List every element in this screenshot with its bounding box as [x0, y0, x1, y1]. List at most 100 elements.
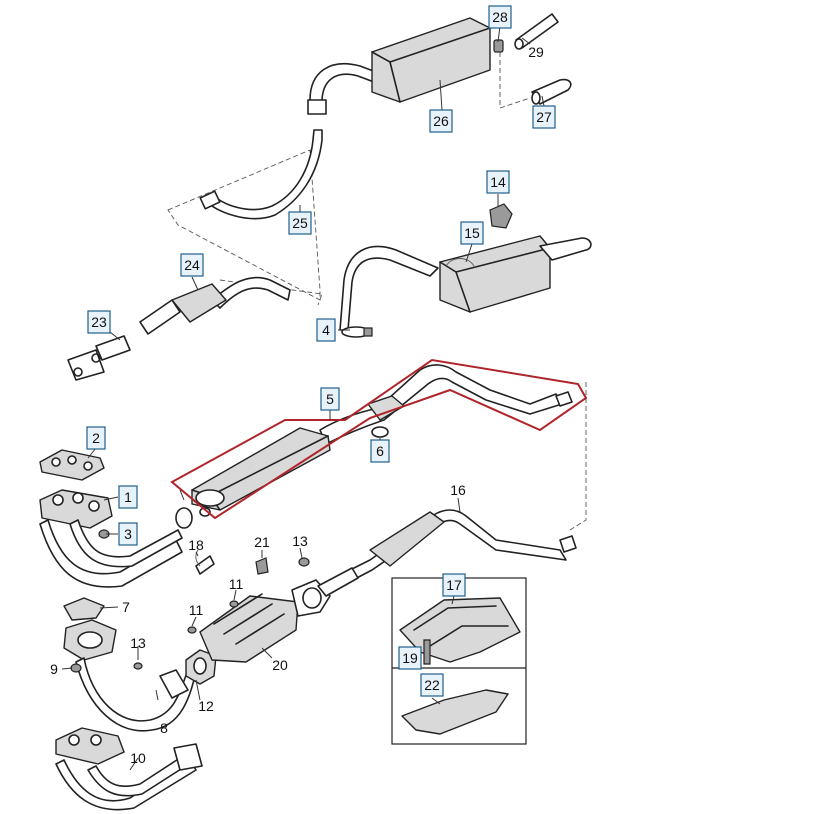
callout-p8: 8	[160, 720, 168, 736]
callout-p13b: 13	[130, 635, 146, 651]
dashed-assembly-frame-top	[167, 149, 321, 301]
callout-p14: 14	[486, 170, 510, 194]
connector-pipe-26	[309, 62, 377, 103]
callout-p15: 15	[460, 221, 484, 245]
rear-muffler-assembly-26	[167, 17, 504, 301]
callout-number: 13	[292, 533, 308, 549]
leader-lines	[61, 25, 545, 771]
callout-box	[370, 439, 390, 463]
callout-number: 2	[92, 430, 100, 446]
callout-number: 28	[492, 9, 508, 25]
callout-number: 24	[184, 257, 200, 273]
plug-21	[255, 557, 269, 575]
muffler-26	[371, 17, 491, 103]
callout-box	[320, 387, 340, 411]
callout-p27: 27	[532, 105, 556, 129]
callout-box	[486, 170, 510, 194]
callout-p28: 28	[488, 5, 512, 29]
callout-number: 27	[536, 109, 552, 125]
callout-p23: 23	[87, 310, 111, 334]
callout-p17: 17	[442, 573, 466, 597]
callout-number: 18	[188, 537, 204, 553]
callout-number: 4	[322, 322, 330, 338]
callout-number: 8	[160, 720, 168, 736]
pipe-muffler-16	[369, 511, 445, 567]
flange-plate-13b	[159, 669, 189, 699]
converter-body-20	[199, 595, 299, 663]
gasket-2	[39, 449, 105, 481]
callout-p7: 7	[122, 599, 130, 615]
callout-p11a: 11	[229, 576, 244, 592]
rubber-mount-14	[489, 203, 513, 229]
callout-p26: 26	[429, 109, 453, 133]
front-pipe-assembly-24	[67, 276, 323, 381]
callout-box	[429, 109, 453, 133]
callout-p3: 3	[118, 522, 138, 546]
catalytic-converter-20	[187, 549, 359, 663]
callout-number: 6	[376, 443, 384, 459]
catalyst-24	[171, 283, 227, 323]
heat-shield-22	[401, 689, 509, 735]
callout-box	[87, 310, 111, 334]
callout-p2: 2	[86, 426, 106, 450]
callout-number: 17	[446, 577, 462, 593]
callout-p25: 25	[288, 211, 312, 235]
exhaust-manifold-1	[39, 449, 193, 588]
callout-box	[118, 485, 138, 509]
flange-7	[63, 597, 105, 621]
callout-number: 15	[464, 225, 480, 241]
callout-p24: 24	[180, 253, 204, 277]
callout-number: 13	[130, 635, 146, 651]
callout-p29: 29	[528, 44, 544, 60]
tailpipe-25	[204, 129, 323, 220]
gasket-6	[371, 426, 389, 438]
callout-number: 9	[50, 661, 58, 677]
center-pipe-5	[319, 364, 563, 445]
callout-box	[532, 105, 556, 129]
callout-p5: 5	[320, 387, 340, 411]
front-pipe-24	[211, 276, 291, 309]
callout-p9: 9	[50, 661, 58, 677]
callout-p22: 22	[420, 673, 444, 697]
bolt-19	[423, 639, 431, 665]
front-muffler-5	[191, 427, 331, 511]
callout-number: 12	[198, 698, 214, 714]
callout-number: 7	[122, 599, 130, 615]
callout-number: 10	[130, 750, 146, 766]
callout-box	[488, 5, 512, 29]
callout-p1: 1	[118, 485, 138, 509]
manifold-10	[55, 727, 125, 765]
intermediate-muffler-15	[339, 235, 592, 331]
callout-box	[442, 573, 466, 597]
callout-box	[118, 522, 138, 546]
callout-p20: 20	[272, 657, 288, 673]
lower-manifold-assembly	[55, 597, 217, 811]
callout-number: 26	[433, 113, 449, 129]
callout-p10: 10	[130, 750, 146, 766]
callout-number: 3	[124, 526, 132, 542]
callout-number: 16	[450, 482, 466, 498]
callout-box	[180, 253, 204, 277]
flange-23	[95, 335, 131, 361]
callout-number: 11	[229, 576, 244, 592]
callout-number: 25	[292, 215, 308, 231]
dashed-tip-frame	[499, 52, 531, 109]
tail-tip-29	[514, 13, 559, 50]
rear-pipe-16	[329, 382, 587, 591]
callout-p16: 16	[450, 482, 466, 498]
callout-box	[398, 646, 422, 670]
tail-tip-27	[531, 78, 572, 105]
callout-p13a: 13	[292, 533, 308, 549]
callout-p21: 21	[254, 534, 270, 550]
callout-number: 5	[326, 391, 334, 407]
center-exhaust-assembly-5	[191, 364, 573, 517]
callout-number: 23	[91, 314, 107, 330]
clamp-4	[341, 326, 373, 338]
callout-p4: 4	[316, 318, 336, 342]
callout-number: 19	[402, 650, 418, 666]
callout-box	[86, 426, 106, 450]
pipe-over-15	[339, 245, 439, 331]
callout-p18: 18	[188, 537, 204, 553]
callout-p11b: 11	[189, 602, 204, 618]
